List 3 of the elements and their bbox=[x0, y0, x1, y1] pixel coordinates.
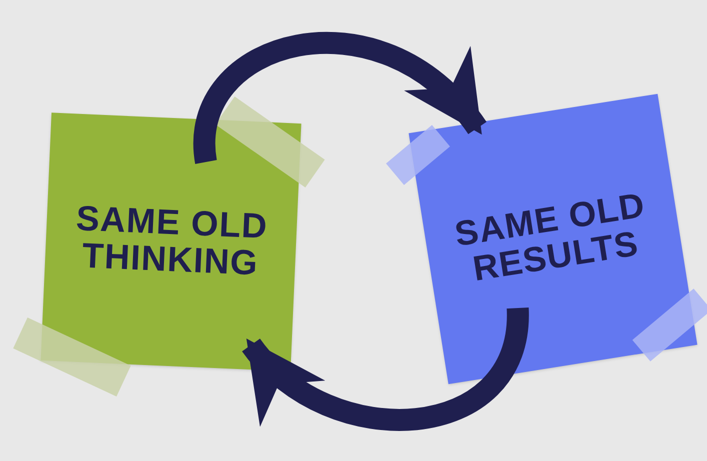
note-text: SAME OLD RESULTS bbox=[451, 186, 649, 291]
curved-arrow bbox=[194, 32, 486, 162]
note-text: SAME OLD THINKING bbox=[74, 200, 270, 284]
